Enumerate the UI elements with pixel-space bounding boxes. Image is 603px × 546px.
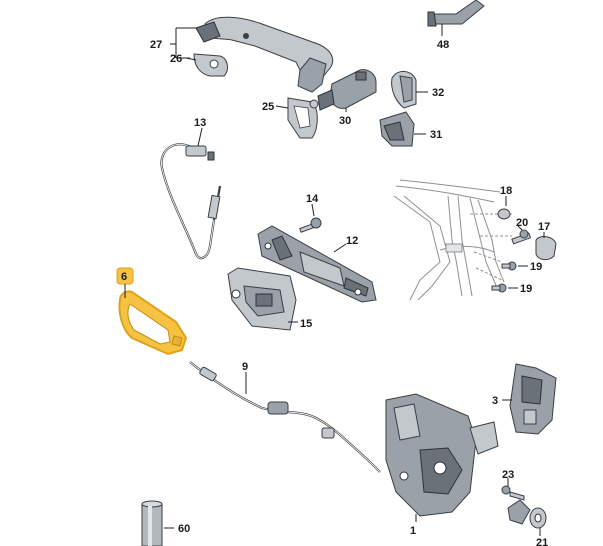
label-18: 18 [500, 185, 512, 197]
cover-cap-31-part[interactable] [379, 111, 415, 147]
label-32: 32 [432, 87, 444, 99]
plug-18-part[interactable] [497, 208, 511, 220]
cap-17-part[interactable] [535, 236, 557, 261]
screw-19b-part[interactable] [491, 283, 507, 293]
door-lock-unit-part[interactable] [385, 393, 499, 517]
label-9: 9 [242, 361, 248, 373]
bolt-14-part[interactable] [299, 217, 322, 233]
label-20: 20 [516, 217, 528, 229]
label-14: 14 [306, 193, 319, 205]
label-19b: 19 [520, 283, 532, 295]
label-1: 1 [410, 525, 416, 537]
rod-60-part[interactable] [141, 500, 163, 546]
bracket-3-part[interactable] [509, 363, 557, 435]
label-15: 15 [300, 318, 312, 330]
label-3: 3 [492, 395, 498, 407]
label-12: 12 [346, 235, 358, 247]
cable-13-part[interactable] [160, 143, 222, 260]
door-body-section [393, 179, 512, 301]
label-27: 27 [150, 39, 162, 51]
label-60: 60 [178, 523, 190, 535]
label-23: 23 [502, 469, 514, 481]
label-13: 13 [194, 117, 206, 129]
bolt-20-part[interactable] [511, 229, 532, 245]
striker-21-part[interactable] [507, 499, 547, 529]
gasket-25-part[interactable] [287, 97, 318, 139]
label-6: 6 [121, 271, 127, 283]
lever-part[interactable] [427, 0, 485, 27]
label-26: 26 [170, 53, 182, 65]
label-25: 25 [262, 101, 274, 113]
lock-cylinder-part[interactable] [309, 69, 377, 111]
label-48: 48 [437, 39, 449, 51]
carrier-bracket-12-part[interactable] [257, 225, 377, 303]
outside-handle-part[interactable] [195, 16, 334, 93]
handle-gasket-part[interactable] [193, 53, 228, 77]
label-17: 17 [538, 221, 550, 233]
label-19a: 19 [530, 261, 542, 273]
label-30: 30 [339, 115, 351, 127]
cover-cap-32-part[interactable] [391, 71, 417, 109]
seal-15-part[interactable] [227, 267, 297, 331]
screw-19a-part[interactable] [501, 261, 517, 271]
cable-9-part[interactable] [189, 361, 381, 473]
screw-23-part[interactable] [501, 485, 525, 501]
label-31: 31 [430, 129, 442, 141]
label-21: 21 [536, 537, 548, 546]
label-6-badge: 6 [116, 267, 134, 285]
inner-handle-part-highlighted[interactable] [118, 290, 188, 356]
